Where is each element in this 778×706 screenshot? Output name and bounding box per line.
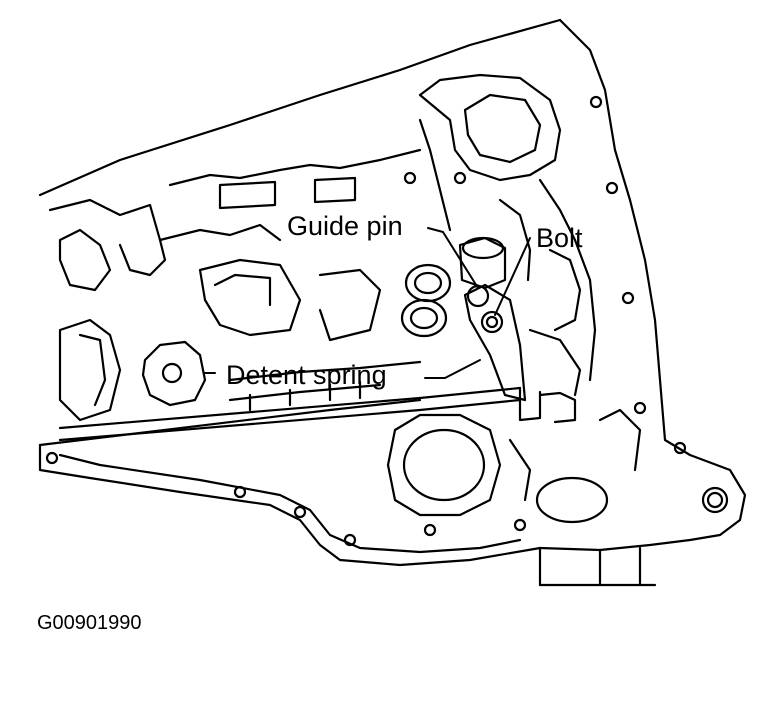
guide-pin-leader	[427, 227, 479, 289]
detent-spring-leader-right	[424, 359, 481, 379]
valve-body-channels	[48, 73, 642, 472]
detent-lever	[463, 283, 527, 402]
gasket-flange	[38, 95, 729, 567]
figure-code: G00901990	[37, 612, 142, 634]
detent-spring-housing	[141, 340, 207, 407]
case-outline	[38, 18, 747, 587]
bolt-label: Bolt	[536, 223, 583, 253]
detent-spring-label: Detent spring	[226, 360, 387, 390]
bolt-leader	[494, 237, 531, 316]
leader-lines	[204, 227, 531, 379]
manual-shaft	[58, 386, 577, 442]
bore-cluster	[400, 236, 507, 338]
lower-bore	[386, 413, 609, 524]
guide-pin-label: Guide pin	[287, 211, 403, 241]
